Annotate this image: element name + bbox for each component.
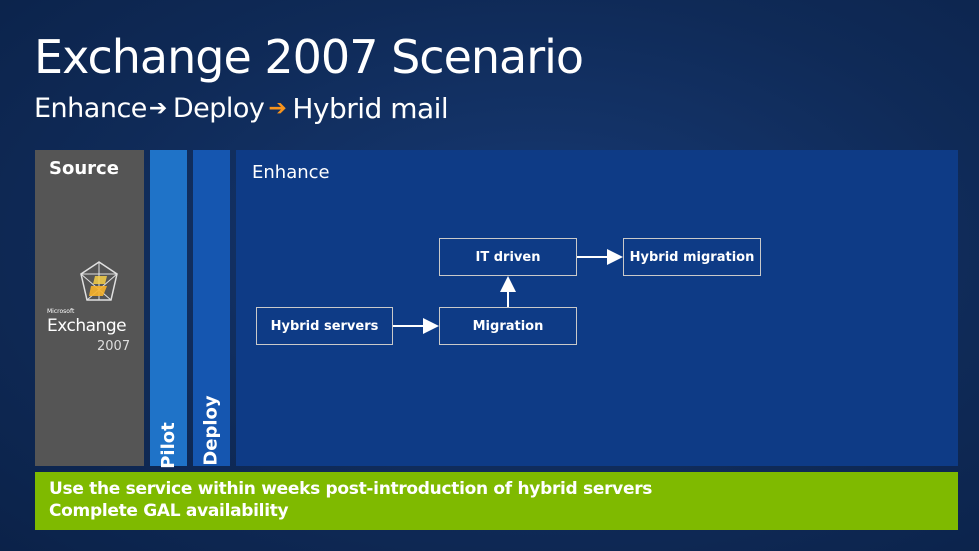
arrow-right-icon: ➔: [148, 95, 167, 121]
step-hybrid-mail: Hybrid mail: [292, 91, 449, 125]
node-it-driven: IT driven: [439, 238, 577, 276]
deploy-phase: Deploy: [193, 150, 230, 466]
summary-banner: Use the service within weeks post-introd…: [35, 472, 958, 530]
logo-version: 2007: [97, 339, 131, 354]
source-label: Source: [49, 158, 119, 179]
pilot-phase: Pilot: [150, 150, 187, 469]
pilot-label: Pilot: [158, 422, 180, 469]
source-panel: Source Microsoft Exchange 2007: [35, 150, 144, 466]
summary-line: Use the service within weeks post-introd…: [49, 479, 653, 499]
step-deploy: Deploy: [172, 92, 265, 124]
enhance-label: Enhance: [252, 162, 330, 183]
arrow-right-icon: ➔: [268, 95, 287, 121]
node-hybrid-migration: Hybrid migration: [623, 238, 761, 276]
summary-line: Complete GAL availability: [49, 501, 289, 521]
enhance-phase: Enhance Hybrid servers Migration IT driv…: [236, 150, 958, 466]
node-migration: Migration: [439, 307, 577, 345]
flow-connectors: [393, 249, 623, 334]
logo-brand: Microsoft: [47, 308, 75, 315]
node-hybrid-servers: Hybrid servers: [256, 307, 393, 345]
deploy-label: Deploy: [201, 395, 222, 466]
exchange-logo-icon: [80, 261, 118, 301]
exchange-logo: Microsoft Exchange 2007: [47, 260, 139, 360]
step-enhance: Enhance: [34, 92, 147, 124]
logo-product: Exchange: [47, 316, 127, 336]
step-sequence: Enhance ➔ Deploy ➔ Hybrid mail: [34, 88, 449, 128]
slide-title: Exchange 2007 Scenario: [34, 30, 584, 84]
